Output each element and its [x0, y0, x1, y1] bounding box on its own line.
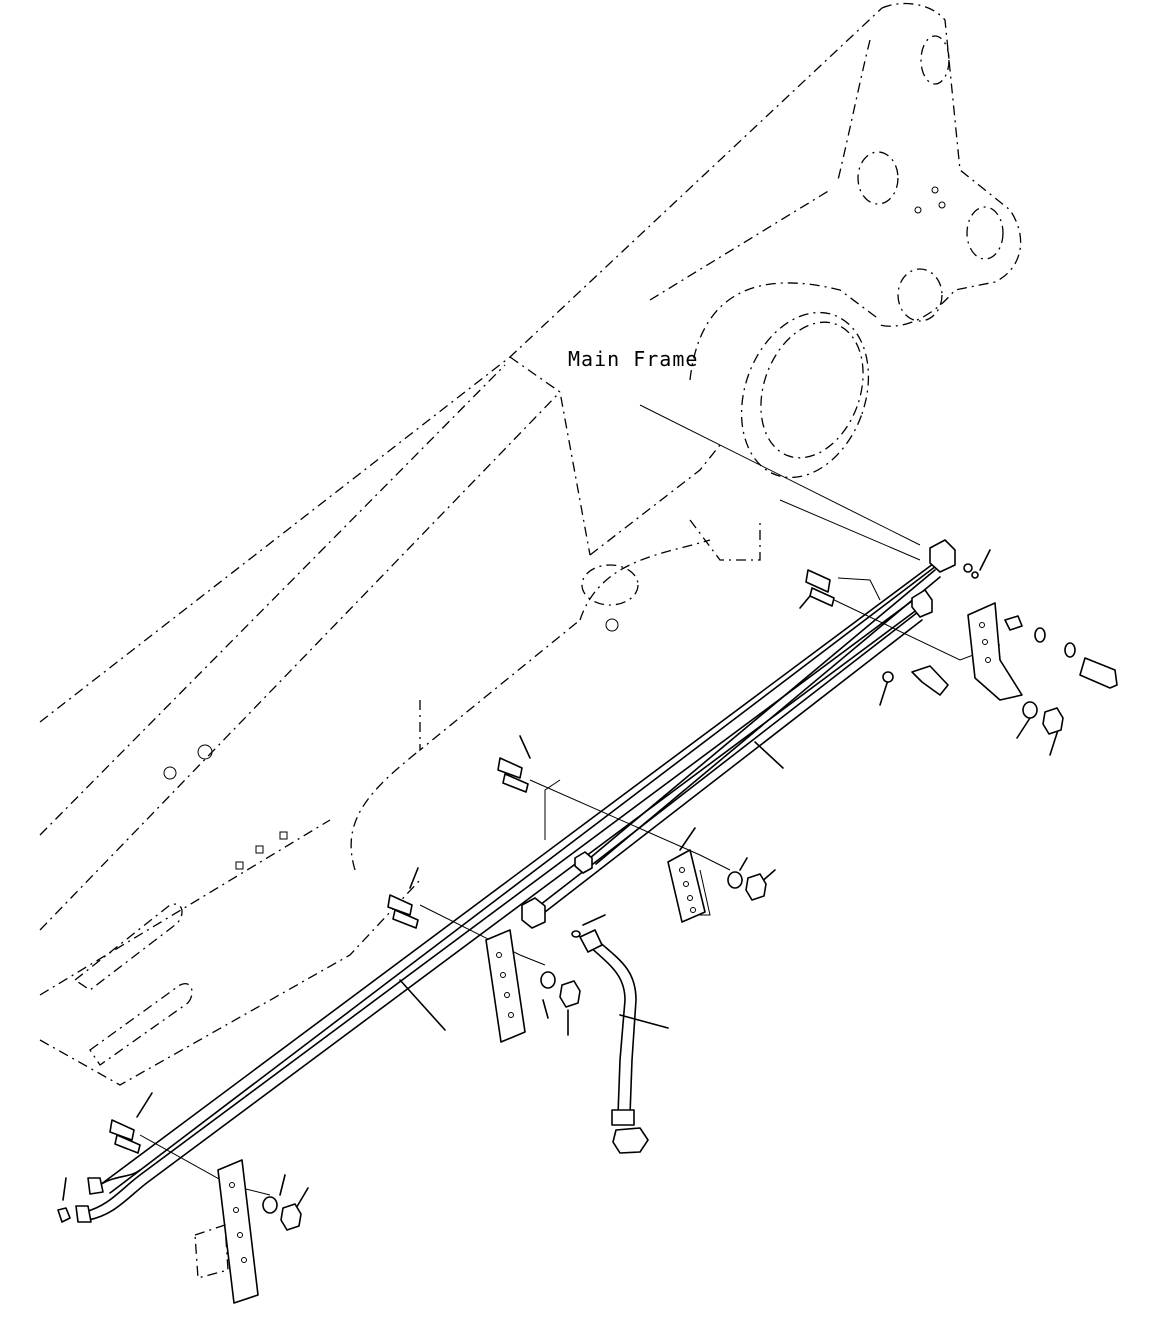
clamp-plate [967, 602, 1023, 701]
grease-tubes [84, 554, 946, 1221]
clamp-plate [194, 1159, 259, 1304]
hose-assembly [571, 665, 949, 1154]
main-frame-outline [39, 2, 1022, 1086]
leader-lines [62, 404, 1059, 1211]
u-bolt [109, 1119, 141, 1154]
u-bolt [805, 569, 835, 607]
u-bolt [497, 757, 529, 793]
main-frame-label: Main Frame [568, 347, 698, 371]
clamp-plate [667, 849, 706, 923]
clamp-plate [485, 929, 526, 1043]
clamp-plates [194, 602, 1023, 1304]
elbow-fitting [882, 665, 949, 696]
washers-nuts [262, 615, 1118, 1231]
frame-holes [163, 186, 946, 870]
tube-fittings [75, 539, 979, 1223]
u-bolt [387, 894, 419, 929]
grease-nipple [57, 1207, 71, 1223]
u-bolts [109, 569, 835, 1154]
